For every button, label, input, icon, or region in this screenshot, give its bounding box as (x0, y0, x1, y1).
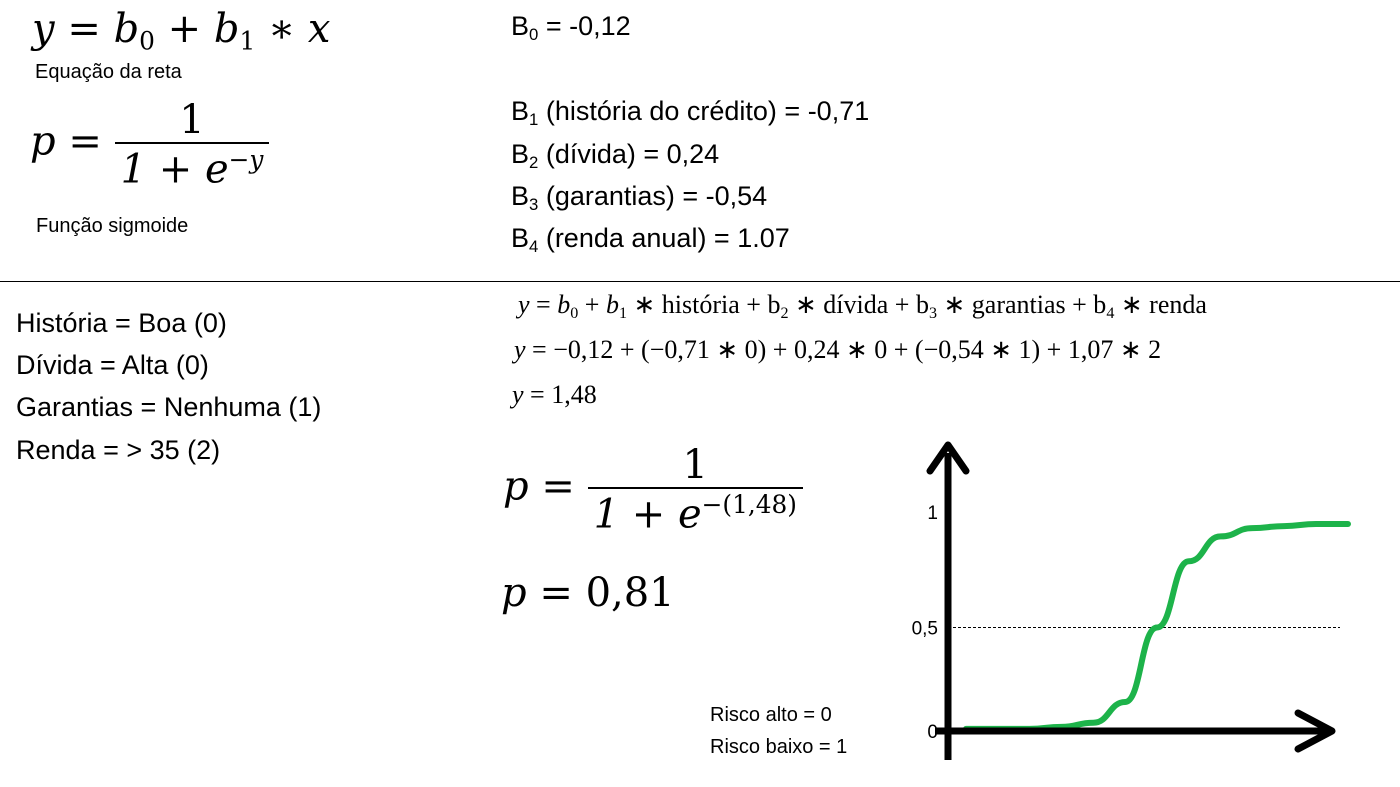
res-y: y (512, 380, 524, 409)
coef-b0-text: = -0,12 (538, 11, 631, 41)
section-divider (0, 281, 1400, 282)
coef-b0: B0 = -0,12 (511, 11, 631, 45)
sigmoid-den-exp: −y (228, 145, 264, 174)
coef-b3-sub: 3 (529, 195, 539, 215)
gen-y: y (518, 290, 530, 319)
eq-b0: b (113, 6, 140, 52)
eq-plus: + (167, 6, 202, 52)
coef-b3: B3 (garantias) = -0,54 (511, 181, 767, 215)
final-sigmoid: p = 1 1 + e−(1,48) (503, 443, 803, 536)
final-den-exp: −(1,48) (701, 490, 797, 519)
coef-b1-sym: B (511, 96, 530, 126)
line-equation: y = b0 + b1 ∗ x (32, 6, 330, 55)
final-denominator: 1 + e−(1,48) (587, 487, 803, 538)
coef-b0-sym: B (511, 11, 530, 41)
coef-b2: B2 (dívida) = 0,24 (511, 139, 719, 173)
y-tick-label: 0,5 (912, 619, 938, 640)
final-result-value: 0,81 (585, 570, 675, 616)
gen-term2: ∗ dívida + b (788, 290, 929, 319)
x-axis-arrow (1294, 709, 1336, 753)
eq-equals: = (67, 6, 101, 52)
sigmoid-numerator: 1 (179, 97, 205, 143)
gen-b2-sub: 2 (780, 304, 789, 322)
res-rest: = 1,48 (523, 380, 597, 409)
coef-b2-text: (dívida) = 0,24 (538, 139, 720, 169)
input-renda: Renda = > 35 (2) (16, 435, 221, 465)
eq-times: ∗ (268, 6, 296, 52)
gen-term1: ∗ história + b (627, 290, 781, 319)
input-divida: Dívida = Alta (0) (16, 350, 209, 380)
sigmoid-formula: p = 1 1 + e−y (30, 97, 270, 193)
coef-b4-sub: 4 (529, 237, 539, 257)
general-equation: y = b0 + b1 ∗ história + b2 ∗ dívida + b… (518, 290, 1207, 323)
eq-b1-sub: 1 (239, 26, 256, 56)
sigmoid-denominator: 1 + e−y (114, 142, 270, 193)
coef-b4-text: (renda anual) = 1.07 (538, 223, 790, 253)
coef-b1: B1 (história do crédito) = -0,71 (511, 96, 869, 130)
final-equals: = (541, 463, 575, 510)
sub-rest: = −0,12 + (−0,71 ∗ 0) + 0,24 ∗ 0 + (−0,5… (525, 335, 1162, 364)
eq-b0-sub: 0 (139, 26, 155, 56)
final-result-p: p (501, 570, 527, 616)
gen-plus: + (578, 290, 606, 319)
line-equation-caption: Equação da reta (35, 61, 182, 83)
y-tick-label: 1 (927, 503, 938, 524)
final-numerator: 1 (682, 442, 708, 488)
final-result-eq: = (539, 570, 573, 616)
sigmoid-caption: Função sigmoide (36, 215, 189, 237)
coef-b2-sym: B (511, 139, 530, 169)
coef-b1-text: (história do crédito) = -0,71 (538, 96, 870, 126)
gen-b1-sub: 1 (618, 304, 628, 322)
sigmoid-curve (963, 521, 1351, 732)
sub-y: y (514, 335, 526, 364)
coef-b3-sym: B (511, 181, 530, 211)
gen-b0: b (557, 290, 571, 319)
coef-b2-sub: 2 (529, 153, 539, 173)
input-garantias: Garantias = Nenhuma (1) (16, 392, 322, 422)
eq-y: y (32, 6, 55, 52)
coef-b0-sub: 0 (529, 25, 539, 45)
result-equation: y = 1,48 (512, 380, 597, 410)
gen-term4: ∗ renda (1114, 290, 1207, 319)
gen-eq: = (529, 290, 558, 319)
final-p: p (503, 463, 529, 510)
gen-term3: ∗ garantias + b (937, 290, 1107, 319)
sigmoid-den-base: 1 + e (120, 146, 229, 193)
y-tick-label: 0 (927, 722, 938, 743)
final-result: p = 0,81 (501, 570, 675, 616)
eq-b1: b (213, 6, 240, 52)
sigmoid-p: p (30, 118, 56, 165)
final-den-base: 1 + e (593, 491, 702, 538)
gen-b4-sub: 4 (1106, 304, 1115, 322)
input-historia: História = Boa (0) (16, 308, 227, 338)
sigmoid-equals: = (68, 118, 102, 165)
coef-b4-sym: B (511, 223, 530, 253)
gen-b0-sub: 0 (570, 304, 579, 322)
eq-x: x (307, 6, 331, 52)
gen-b1: b (605, 290, 619, 319)
y-axis-arrow (926, 441, 970, 475)
substituted-equation: y = −0,12 + (−0,71 ∗ 0) + 0,24 ∗ 0 + (−0… (514, 335, 1161, 365)
coef-b3-text: (garantias) = -0,54 (538, 181, 768, 211)
coef-b4: B4 (renda anual) = 1.07 (511, 223, 790, 257)
legend-risco-alto: Risco alto = 0 (710, 704, 832, 726)
coef-b1-sub: 1 (529, 110, 539, 130)
legend-risco-baixo: Risco baixo = 1 (710, 736, 848, 758)
sigmoid-fraction: 1 1 + e−y (114, 97, 270, 193)
gen-b3-sub: 3 (928, 304, 938, 322)
final-fraction: 1 1 + e−(1,48) (587, 442, 803, 538)
